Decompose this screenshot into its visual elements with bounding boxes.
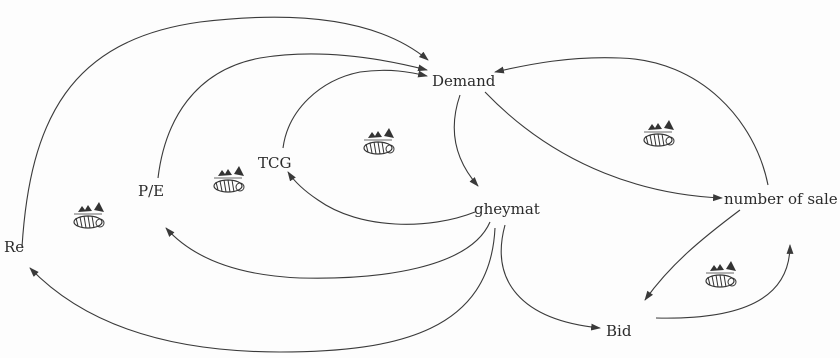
link-demand-numberofsale xyxy=(484,91,723,202)
loop-icon xyxy=(73,201,105,229)
node-pe: P/E xyxy=(138,182,164,200)
link-gheymat-pe xyxy=(165,221,491,279)
link-bid-numberofsale xyxy=(655,244,794,319)
loop-icon xyxy=(363,127,395,155)
link-numberofsale-bid xyxy=(644,209,741,301)
node-gheymat: gheymat xyxy=(474,200,540,218)
link-demand-gheymat xyxy=(453,94,479,187)
loop-icon xyxy=(643,119,675,147)
link-gheymat-bid xyxy=(500,224,601,331)
link-tcg-demand xyxy=(282,69,428,149)
node-re: Re xyxy=(4,238,24,256)
link-gheymat-tcg xyxy=(287,171,476,225)
node-bid: Bid xyxy=(606,322,632,340)
loop-icon xyxy=(213,165,245,193)
node-demand: Demand xyxy=(432,72,496,90)
link-pe-demand xyxy=(157,53,428,179)
link-re-demand xyxy=(21,16,429,248)
node-tcg: TCG xyxy=(258,154,291,172)
loop-icon xyxy=(705,260,737,288)
node-number-of-sale: number of sale xyxy=(724,190,838,208)
link-gheymat-re xyxy=(29,227,496,353)
link-numberofsale-demand xyxy=(494,57,769,186)
